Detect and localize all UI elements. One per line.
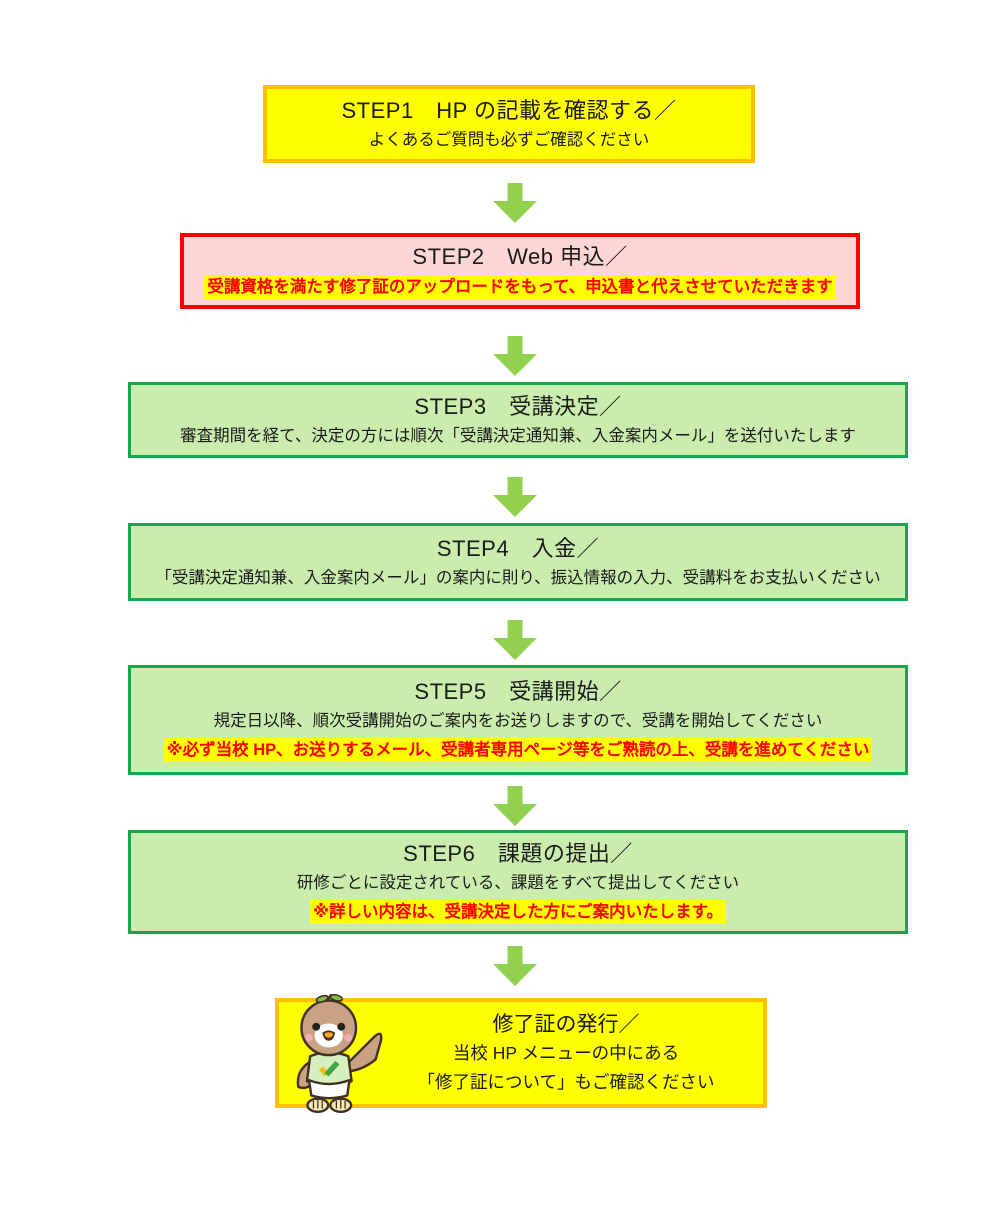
flow-box-step6: STEP6 課題の提出／ 研修ごとに設定されている、課題をすべて提出してください… xyxy=(128,830,908,934)
step5-title: STEP5 受講開始／ xyxy=(414,678,622,704)
flow-box-step3: STEP3 受講決定／ 審査期間を経て、決定の方には順次「受講決定通知兼、入金案… xyxy=(128,382,908,458)
certificate-note-2: 「修了証について」もご確認ください xyxy=(417,1071,715,1092)
step5-highlight-note: ※必ず当校 HP、お送りするメール、受講者専用ページ等をご熟読の上、受講を進めて… xyxy=(163,737,873,763)
certificate-title: 修了証の発行／ xyxy=(492,1012,640,1036)
step3-note: 審査期間を経て、決定の方には順次「受講決定通知兼、入金案内メール」を送付いたしま… xyxy=(180,427,856,446)
step3-title: STEP3 受講決定／ xyxy=(414,393,622,419)
step1-note: よくあるご質問も必ずご確認ください xyxy=(368,131,650,150)
step2-title: STEP2 Web 申込／ xyxy=(412,243,628,269)
down-arrow-icon-3 xyxy=(493,477,537,517)
flow-box-step4: STEP4 入金／ 「受講決定通知兼、入金案内メール」の案内に則り、振込情報の入… xyxy=(128,523,908,601)
down-arrow-icon-4 xyxy=(493,620,537,660)
step2-highlight-note: 受講資格を満たす修了証のアップロードをもって、申込書と代えさせていただきます xyxy=(204,275,836,300)
certificate-note-1: 当校 HP メニューの中にある xyxy=(452,1043,680,1064)
step6-note: 研修ごとに設定されている、課題をすべて提出してください xyxy=(296,874,740,893)
step4-title: STEP4 入金／ xyxy=(436,535,600,561)
step5-note: 規定日以降、順次受講開始のご案内をお送りしますので、受講を開始してください xyxy=(213,712,823,731)
flow-box-step5: STEP5 受講開始／ 規定日以降、順次受講開始のご案内をお送りしますので、受講… xyxy=(128,665,908,775)
step1-title: STEP1 HP の記載を確認する／ xyxy=(341,97,677,123)
flow-box-step1: STEP1 HP の記載を確認する／ よくあるご質問も必ずご確認ください xyxy=(263,85,755,163)
flow-box-step2: STEP2 Web 申込／ 受講資格を満たす修了証のアップロードをもって、申込書… xyxy=(180,233,860,309)
step4-note: 「受講決定通知兼、入金案内メール」の案内に則り、振込情報の入力、受講料をお支払い… xyxy=(155,569,881,588)
down-arrow-icon-6 xyxy=(493,946,537,986)
down-arrow-icon-2 xyxy=(493,336,537,376)
down-arrow-icon-1 xyxy=(493,183,537,223)
bird-chick-mascot-icon xyxy=(296,994,383,1114)
step6-title: STEP6 課題の提出／ xyxy=(403,840,633,866)
down-arrow-icon-5 xyxy=(493,786,537,826)
step6-highlight-note: ※詳しい内容は、受講決定した方にご案内いたします。 xyxy=(309,899,727,925)
